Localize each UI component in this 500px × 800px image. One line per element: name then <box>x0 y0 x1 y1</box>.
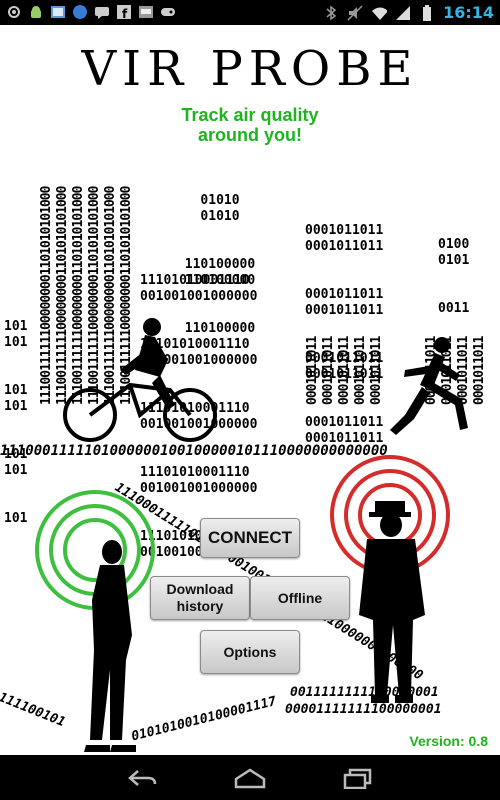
tagline-line-2: around you! <box>198 125 302 145</box>
cyclist-silhouette <box>63 318 217 442</box>
version-label: Version: 0.8 <box>409 733 488 749</box>
android-icon <box>28 4 44 20</box>
bluetooth-icon <box>323 5 339 21</box>
binary-bottom-mid-stream: 0101010010100001117 <box>130 694 278 745</box>
tagline-line-1: Track air quality <box>181 105 319 125</box>
app-logo: VIR PROBE <box>81 41 419 97</box>
binary-building-right-col-2: 0001011011 <box>321 336 336 405</box>
navigation-bar <box>0 755 500 800</box>
mute-icon <box>347 4 363 21</box>
binary-bottom-left-stream: 111100101 <box>0 690 68 731</box>
runner-silhouette <box>390 337 468 435</box>
game-controller-icon <box>160 4 176 20</box>
binary-building-far-right-col-4: 0001011011 <box>472 336 487 405</box>
chat-icon <box>94 4 110 20</box>
download-history-button[interactable]: Download history <box>150 576 250 620</box>
download-history-label-1: Download <box>166 581 234 597</box>
binary-bottom-stream-2: 00001111111100000001 <box>285 702 442 717</box>
recent-apps-icon[interactable] <box>338 763 378 793</box>
binary-bottom-stream-1: 0011111111100000001 <box>290 685 439 700</box>
notification-icons: f <box>6 4 176 20</box>
options-button[interactable]: Options <box>200 630 300 674</box>
system-icons: 16:14 <box>323 3 494 22</box>
binary-building-right-col-5: 0001011011 <box>369 336 384 405</box>
battery-icon <box>419 4 435 21</box>
wifi-icon <box>371 5 388 21</box>
image-icon <box>50 4 66 20</box>
facebook-icon: f <box>116 4 132 20</box>
back-icon[interactable] <box>122 763 162 793</box>
binary-ground-stream: 1110001111101000000100100000101110000000… <box>0 443 388 459</box>
svg-text:f: f <box>122 7 128 20</box>
person-looking-up-silhouette <box>84 540 136 752</box>
tagline: Track air quality around you! <box>0 105 500 145</box>
status-bar: f 16:14 <box>0 0 500 25</box>
man-with-hat-silhouette <box>359 501 425 703</box>
clock: 16:14 <box>443 3 494 22</box>
download-history-label-2: history <box>176 598 224 614</box>
offline-button[interactable]: Offline <box>250 576 350 620</box>
signal-icon <box>395 5 411 21</box>
app-icon <box>72 4 88 20</box>
binary-building-right-col-1: 0001011011 <box>305 336 320 405</box>
binary-building-right-col-4: 0001011011 <box>353 336 368 405</box>
home-icon[interactable] <box>230 763 270 793</box>
air-probe-main-screen: VIR PROBE Track air quality around you! … <box>0 25 500 755</box>
binary-tower-1: 11100111111000000001101010101000 <box>39 186 54 405</box>
connect-button[interactable]: CONNECT <box>200 518 300 558</box>
binary-building-right-col-3: 0001011011 <box>337 336 352 405</box>
app-icon <box>138 4 154 20</box>
gps-icon <box>6 4 22 20</box>
